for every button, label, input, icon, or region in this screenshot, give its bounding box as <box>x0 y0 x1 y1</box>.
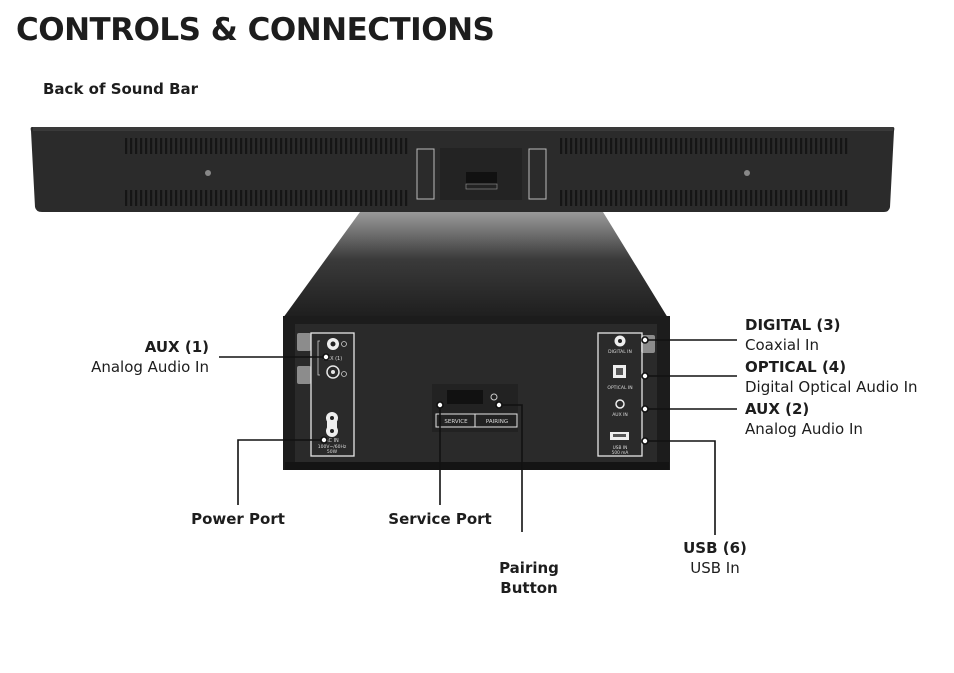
callout-pairing: Pairing Button <box>499 559 559 597</box>
zoomed-back-panel: AUX (1) AC IN 100V~/60Hz 50W SERVICE PAI… <box>283 316 670 470</box>
svg-text:100V~/60Hz: 100V~/60Hz <box>318 444 347 450</box>
svg-text:500 mA: 500 mA <box>612 450 629 456</box>
soundbar-back <box>30 127 895 212</box>
section-title: Back of Sound Bar <box>43 80 199 98</box>
callout-optical: OPTICAL (4) Digital Optical Audio In <box>745 358 918 396</box>
svg-text:OPTICAL IN: OPTICAL IN <box>607 385 632 391</box>
service-port[interactable] <box>447 390 483 404</box>
page-title: CONTROLS & CONNECTIONS <box>16 12 495 48</box>
right-port-panel <box>597 332 643 457</box>
callout-digital: DIGITAL (3) Coaxial In <box>745 316 841 354</box>
svg-text:AC IN: AC IN <box>325 438 339 444</box>
svg-text:50W: 50W <box>327 449 338 455</box>
left-port-panel <box>310 332 355 457</box>
aux2-jack <box>615 399 625 409</box>
callout-power: Power Port <box>191 510 285 528</box>
svg-text:DIGITAL IN: DIGITAL IN <box>608 349 632 355</box>
pairing-button[interactable] <box>490 393 498 401</box>
pairing-mini-label: PAIRING <box>486 419 508 425</box>
svg-text:USB IN: USB IN <box>613 445 628 451</box>
callout-lines <box>219 336 737 535</box>
service-mini-label: SERVICE <box>444 419 468 425</box>
callout-usb: USB (6) USB In <box>683 539 747 577</box>
callout-service: Service Port <box>388 510 492 528</box>
callout-aux2: AUX (2) Analog Audio In <box>745 400 863 438</box>
aux1-mini-label: AUX (1) <box>323 356 342 362</box>
power-port-icon <box>326 412 338 437</box>
callout-aux1: AUX (1) Analog Audio In <box>91 338 209 376</box>
svg-text:AUX IN: AUX IN <box>612 412 628 418</box>
zoom-projection <box>283 212 668 318</box>
